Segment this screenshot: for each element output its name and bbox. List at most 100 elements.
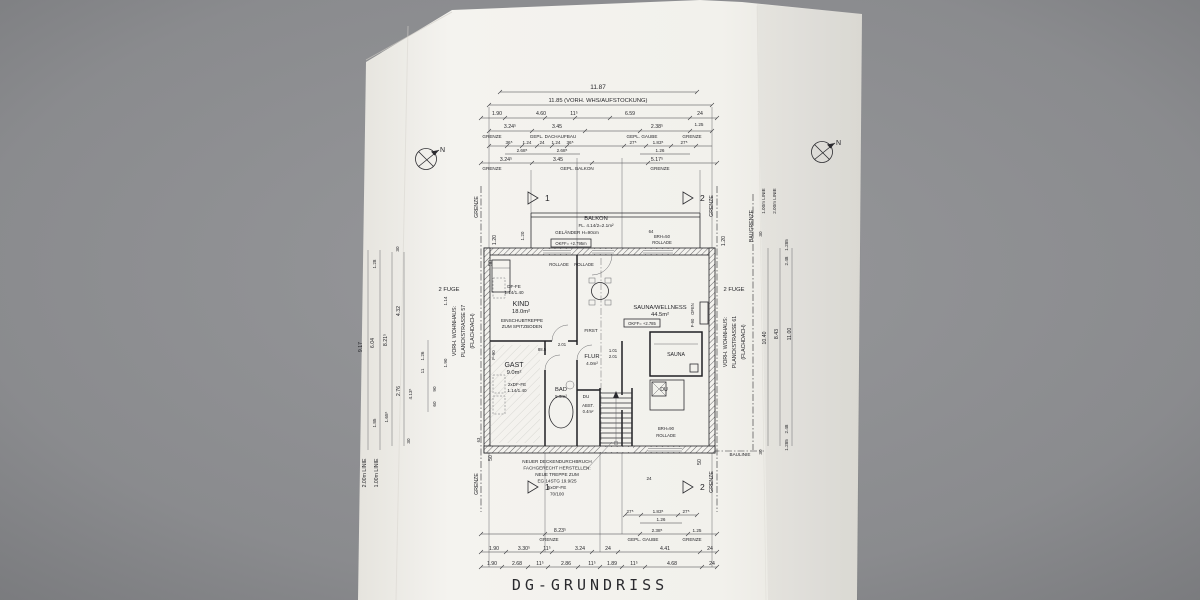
einschubtreppe-label2: ZUM SPITZBODEN — [502, 324, 543, 329]
dim-bottom: 27⁵ — [626, 509, 633, 514]
room-bad: BAD — [555, 387, 567, 393]
dim-bottom: 1.25 — [693, 528, 702, 533]
grenze-label: GRENZE — [682, 537, 701, 542]
dim-plan: 2.01 — [558, 342, 567, 347]
linie-label: 1.00m LINIE — [761, 188, 766, 214]
dim-bottom: 1.83⁵ — [653, 509, 664, 514]
dim-top: 1.24 — [552, 140, 561, 145]
dim-bottom: 4.68 — [667, 561, 677, 567]
dim-top: 36⁵ — [566, 140, 573, 145]
dim-left: 1.90 — [443, 358, 448, 367]
dim-bottom: 24 — [707, 546, 713, 552]
rollade-label: ROLLADE — [549, 262, 569, 267]
f90-label: F-90 — [491, 350, 496, 360]
dim-right: 1.285 — [784, 439, 789, 451]
grenze-label: GRENZE — [482, 134, 501, 139]
dim-bottom: 11⁵ — [543, 546, 551, 552]
room-balkon: BALKON — [584, 216, 608, 222]
dim-top: 3.24⁵ — [504, 124, 516, 130]
einschubtreppe-label: EINSCHUBTREPPE — [501, 318, 543, 323]
dim-top: 3.24⁵ — [500, 157, 512, 163]
dim-top: 3.45 — [552, 124, 562, 130]
dim-bottom: 11⁵ — [536, 561, 544, 567]
dim-plan: 1.20 — [520, 231, 525, 240]
dim-bottom: 2.68 — [512, 561, 522, 567]
dim-bottom: 8.23⁵ — [554, 528, 566, 534]
gepl-gaube-label: GEPL. GAUBE — [628, 537, 659, 542]
dim-right: 1.285 — [784, 239, 789, 251]
dim-left: 1.26 — [420, 351, 425, 360]
section-marker-2: 2 — [700, 482, 705, 492]
dim-bottom: 1.90 — [489, 546, 499, 552]
dim-bottom: 24 — [709, 561, 715, 567]
rollade-label: ROLLADE — [656, 433, 676, 438]
section-marker-1: 1 — [545, 193, 550, 203]
dim-left: 1.65⁵ — [384, 411, 389, 422]
abst-area: 0.4m² — [583, 409, 594, 414]
grenze-label: GRENZE — [709, 195, 715, 217]
room-sauna: SAUNA — [667, 352, 685, 358]
gelaender-label: GELÄNDER H=90cm — [555, 229, 599, 235]
dim-left: 4.32 — [396, 306, 402, 316]
gepl-gaube-label: GEPL. GAUBE — [627, 134, 658, 139]
abst-label: ABST. — [582, 403, 594, 408]
room-flur-area: 4.0m² — [586, 361, 598, 366]
df-fe-size: 1.14/1.40 — [504, 290, 524, 295]
dim-left: 30 — [395, 246, 400, 252]
dim-top: 36⁵ — [505, 140, 512, 145]
brh-label: BRH=90 — [658, 426, 675, 431]
bottom-dimension-labels: 27⁵ 1.83⁵ 27⁵ 1.26 8.23⁵ 2.38⁵ 1.25 GREN… — [487, 509, 715, 567]
ofen-label: OFEN — [690, 303, 695, 315]
dim-top: 1.90 — [492, 111, 502, 117]
baugrenze-label: BAUGRENZE — [749, 209, 755, 242]
grenze-label: GRENZE — [682, 134, 701, 139]
dim-top: 27⁵ — [629, 140, 636, 145]
grenze-label: GRENZE — [482, 166, 501, 171]
dim-plan: 1.01 — [609, 348, 618, 353]
dim-left: 11 — [420, 368, 425, 373]
dim-bottom: 2.38⁵ — [652, 528, 663, 533]
dim-top: 2.68⁵ — [557, 148, 568, 153]
dim-left: 50 — [488, 260, 494, 266]
grenze-label: GRENZE — [709, 471, 715, 493]
dim-right: 30 — [758, 449, 763, 455]
dim-bottom: 3.30⁵ — [518, 546, 530, 552]
dim-total-1185: 11.85 (VORH. WHS/AUFSTOCKUNG) — [549, 98, 648, 104]
plan-labels: BALKON FL. 4.14/2=2.1m² GELÄNDER H=90cm … — [476, 193, 705, 497]
plan-geometry — [483, 191, 716, 494]
dim-left: 1.14 — [443, 296, 448, 305]
dim-bottom: 1.26 — [657, 517, 666, 522]
room-bad-area: 5.9m² — [555, 394, 567, 399]
dim-bottom: 24 — [605, 546, 611, 552]
room-sauna-wellness: SAUNA/WELLNESS — [633, 305, 686, 311]
room-balkon-area: FL. 4.14/2=2.1m² — [578, 223, 614, 228]
building-label-line: PLANCKSTRASSE 57 — [461, 305, 467, 357]
dim-bottom: 4.41 — [660, 546, 670, 552]
top-dimension-labels: 11.87 11.85 (VORH. WHS/AUFSTOCKUNG) 1.90… — [482, 84, 703, 171]
dim-left: 1.85 — [372, 418, 377, 427]
note-line: 5xOF-FE — [548, 485, 567, 490]
building-label-line: VORH. WOHNHAUS: — [723, 317, 729, 367]
dim-bottom: 1.90 — [487, 561, 497, 567]
dim-left: 4.13⁵ — [408, 388, 413, 399]
dimension-lines — [367, 89, 793, 570]
note-line: FACHGERECHT HERSTELLEN: — [523, 466, 590, 471]
left-margin-labels: GRENZE 1.20 50 2 FUGE VORH. WOHNHAUS: PL… — [358, 196, 498, 495]
dim-bottom: 2.86 — [561, 561, 571, 567]
section-marker-1: 1 — [545, 482, 550, 492]
dim-left: 1.20 — [492, 235, 498, 245]
dim-right: 11.00 — [787, 328, 793, 341]
dim-right: 50 — [697, 459, 703, 465]
dim-top: 1.24 — [523, 140, 532, 145]
dim-bottom: 1.89 — [607, 561, 617, 567]
okff-label: OKFF= +2.795m — [555, 241, 587, 246]
dim-total-1187: 11.87 — [590, 84, 606, 91]
note-line: NEUE TREPPE ZUM — [535, 472, 579, 477]
dim-right: 8.43 — [774, 329, 780, 339]
rollade-label: ROLLADE — [652, 240, 672, 245]
dim-top: 2.38⁵ — [651, 124, 663, 130]
north-label-left: N — [440, 147, 445, 154]
dim-top: 24 — [539, 140, 545, 145]
linie-label: 1.00m LINIE — [374, 458, 380, 487]
